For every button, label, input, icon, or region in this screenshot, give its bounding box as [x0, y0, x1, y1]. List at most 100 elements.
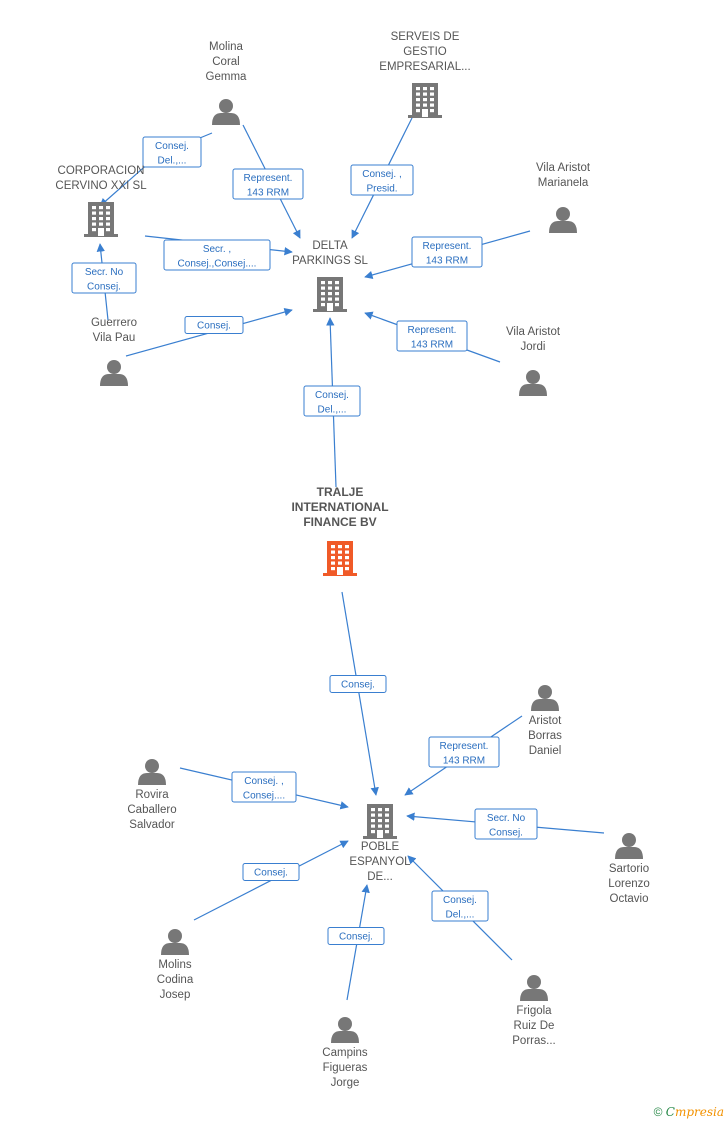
edge-label-text: Consej. , [362, 169, 401, 180]
node-label: TRALJE [317, 485, 364, 499]
edge-label-text: Consej. [443, 895, 477, 906]
node-label: CORPORACION [58, 165, 145, 177]
node-label: POBLE [361, 841, 400, 853]
node-label: CERVINO XXI SL [55, 180, 147, 192]
edge-label-center-to-delta[interactable]: Consej. Del.,... [303, 385, 361, 417]
edge-label-guerrero-to-cervino[interactable]: Secr. No Consej. [71, 262, 137, 294]
node-label: Molins [158, 959, 191, 971]
copyright-footer: © Cmpresia [654, 1105, 724, 1119]
edge-label-text: Represent. [423, 241, 472, 252]
node-poble[interactable]: POBLE ESPANYOL DE... [349, 804, 411, 883]
edge-label-text: Del.,... [446, 910, 475, 921]
person-icon [531, 685, 559, 711]
edge-label-text: Secr. No [85, 267, 124, 278]
building-icon [408, 83, 442, 118]
node-label: Lorenzo [608, 878, 650, 890]
edge-label-text: Consej. [155, 141, 189, 152]
node-label: Sartorio [609, 863, 649, 875]
edge-label-text: Consej. [339, 932, 373, 943]
node-label: DE... [367, 871, 393, 883]
edge-label-sartorio-to-poble[interactable]: Secr. No Consej. [474, 808, 538, 840]
building-icon [363, 804, 397, 839]
person-icon [520, 975, 548, 1001]
node-label: Marianela [538, 177, 589, 189]
node-label: Codina [157, 974, 194, 986]
node-label: DELTA [312, 240, 348, 252]
edge-label-text: Represent. [440, 741, 489, 752]
node-label: Vila Aristot [506, 326, 561, 338]
copyright-icon: © [653, 1105, 663, 1119]
edge-label-serveis-to-delta[interactable]: Consej. , Presid. [350, 164, 414, 196]
person-icon [519, 370, 547, 396]
node-label: Porras... [512, 1035, 555, 1047]
edge-label-molina-to-delta[interactable]: Represent.143 RRM [232, 168, 304, 200]
edge-label-text: Del.,... [158, 156, 187, 167]
edge-label-jordi-to-delta[interactable]: Represent.143 RRM [396, 320, 468, 352]
edge-label-rovira-to-poble[interactable]: Consej. , Consej.... [231, 771, 297, 803]
edge-label-text: Del.,... [318, 405, 347, 416]
node-label: Octavio [610, 893, 649, 905]
node-label: GESTIO [403, 46, 447, 58]
building-icon [84, 202, 118, 237]
edge-label-text: Consej. [315, 390, 349, 401]
edge-label-text: Secr. , [203, 244, 231, 255]
edge-label-aristot-to-poble[interactable]: Represent.143 RRM [428, 736, 500, 768]
edge-label-frigola-to-poble[interactable]: Consej. Del.,... [431, 890, 489, 922]
edge-label-molins-to-poble[interactable]: Consej. [242, 863, 300, 881]
node-label: PARKINGS SL [292, 255, 368, 267]
edge-label-guerrero-to-delta[interactable]: Consej. [184, 316, 244, 334]
node-label: Jordi [521, 341, 546, 353]
node-label: Aristot [529, 715, 562, 727]
edge-center-to-poble [341, 591, 379, 796]
edge-label-marianela-to-delta[interactable]: Represent. 143 RRM [411, 236, 483, 268]
node-label: EMPRESARIAL... [379, 61, 470, 73]
node-label: Frigola [516, 1005, 552, 1017]
node-label: Salvador [129, 819, 175, 831]
edge-label-text: Presid. [366, 184, 397, 195]
edge-label-molina-to-cervino[interactable]: Consej. Del.,... [142, 136, 202, 168]
node-label: Vila Aristot [536, 162, 591, 174]
node-serveis[interactable]: SERVEIS DEGESTIOEMPRESARIAL... [379, 31, 471, 118]
edge-label-text: Represent. [408, 325, 457, 336]
edge-label-text: Consej. [197, 321, 231, 332]
node-label: ESPANYOL [349, 856, 411, 868]
edge-label-text: Consej.... [243, 791, 285, 802]
node-label: Gemma [206, 71, 248, 83]
brand-logo: Cmpresia [665, 1105, 724, 1119]
node-label: Daniel [529, 745, 562, 757]
building-icon [323, 541, 357, 576]
edge-label-text: Secr. No [487, 813, 526, 824]
node-cervino[interactable]: CORPORACION CERVINO XXI SL [55, 165, 147, 237]
node-label: Rovira [135, 789, 169, 801]
person-icon [138, 759, 166, 785]
edge-label-cervino-to-delta[interactable]: Secr. , Consej.,Consej.... [163, 239, 271, 271]
edge-label-text: Consej. [87, 282, 121, 293]
node-delta[interactable]: DELTA PARKINGS SL [292, 240, 369, 312]
edge-label-text: Consej. [254, 868, 288, 879]
edge-label-text: Consej. [489, 828, 523, 839]
node-label: Campins [322, 1047, 368, 1059]
edge-label-center-to-poble[interactable]: Consej. [329, 675, 387, 693]
edge-label-campins-to-poble[interactable]: Consej. [327, 927, 385, 945]
edge-label-text: 143 RRM [426, 256, 468, 267]
edge-label-text: Consej. , [244, 776, 283, 787]
node-label: FINANCE BV [303, 515, 376, 529]
node-label: Guerrero [91, 317, 137, 329]
person-icon [212, 99, 240, 125]
edge-label-text: Consej.,Consej.... [178, 259, 257, 270]
node-label: Vila Pau [93, 332, 136, 344]
node-label: Josep [160, 989, 191, 1001]
person-icon [549, 207, 577, 233]
